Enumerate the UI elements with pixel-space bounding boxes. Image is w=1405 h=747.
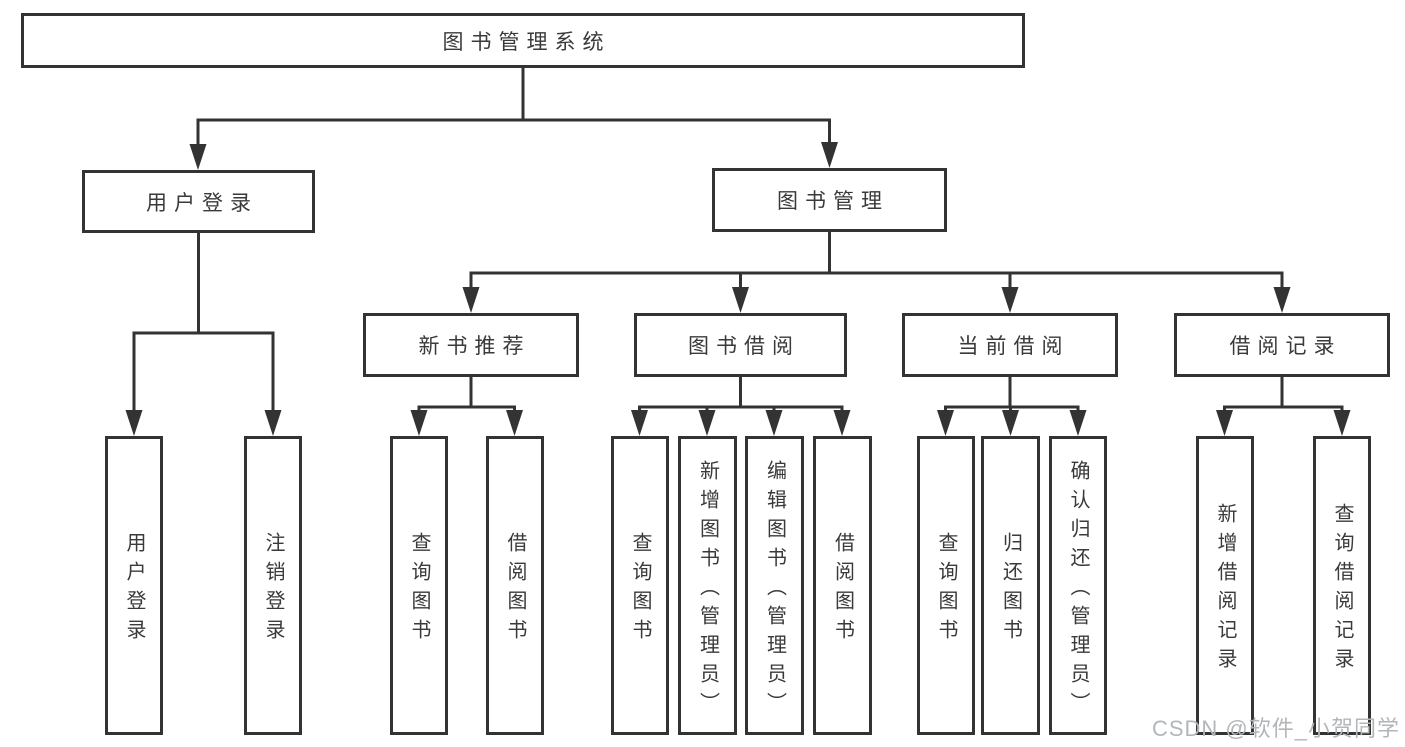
leaf-user-login: 用户登录 <box>105 436 163 735</box>
leaf-query-borrow-record: 查询借阅记录 <box>1313 436 1371 735</box>
leaf-return-books: 归还图书 <box>981 436 1040 735</box>
leaf-logout: 注销登录 <box>244 436 302 735</box>
leaf-recommend-borrow-books: 借阅图书 <box>486 436 544 735</box>
node-current-borrow: 当前借阅 <box>902 313 1118 377</box>
node-borrow-records: 借阅记录 <box>1174 313 1390 377</box>
leaf-borrow-query-books: 查询图书 <box>611 436 669 735</box>
leaf-recommend-query-books: 查询图书 <box>390 436 448 735</box>
node-new-book-recommend: 新书推荐 <box>363 313 579 377</box>
leaf-edit-books-admin: 编辑图书（管理员） <box>745 436 804 735</box>
node-book-borrow: 图书借阅 <box>634 313 847 377</box>
node-book-management: 图书管理 <box>712 168 947 232</box>
leaf-add-borrow-record: 新增借阅记录 <box>1196 436 1254 735</box>
csdn-watermark: CSDN @软件_小贺同学 <box>1151 716 1400 741</box>
node-root-library-system: 图书管理系统 <box>21 13 1025 68</box>
node-user-login: 用户登录 <box>82 170 315 233</box>
leaf-add-books-admin: 新增图书（管理员） <box>678 436 737 735</box>
leaf-confirm-return-admin: 确认归还（管理员） <box>1049 436 1107 735</box>
leaf-current-query-books: 查询图书 <box>917 436 975 735</box>
leaf-borrow-books: 借阅图书 <box>813 436 872 735</box>
